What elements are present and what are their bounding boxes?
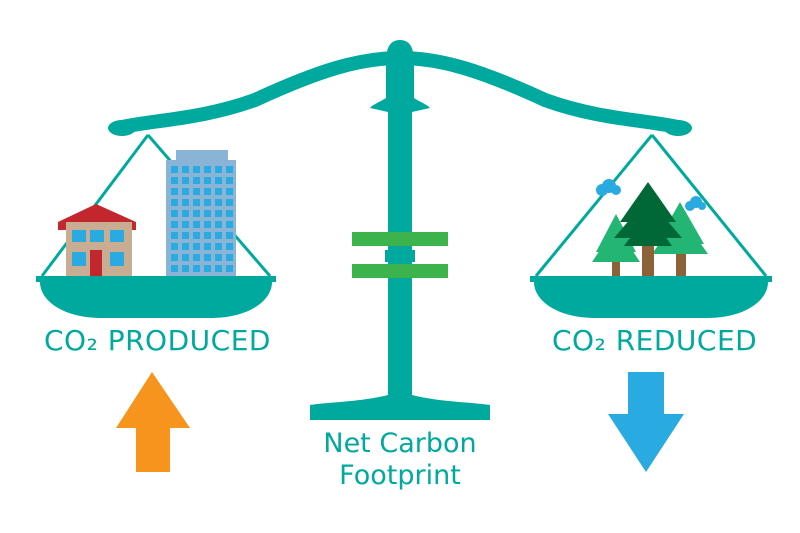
footprint-line: Footprint	[339, 460, 461, 491]
building-window	[215, 254, 222, 261]
building-window	[204, 199, 211, 206]
right-pan	[530, 276, 772, 318]
building-window	[226, 199, 233, 206]
building-window	[171, 265, 178, 272]
building-window	[204, 177, 211, 184]
building-window	[182, 199, 189, 206]
building-window	[204, 166, 211, 173]
building-window	[182, 254, 189, 261]
tree-icon	[614, 182, 682, 278]
scale-pillar	[310, 40, 490, 420]
building-window	[171, 254, 178, 261]
building-window	[204, 254, 211, 261]
building-window	[204, 221, 211, 228]
building-window	[171, 232, 178, 239]
building-window	[226, 265, 233, 272]
building-window	[204, 232, 211, 239]
building-window	[193, 177, 200, 184]
building-window	[226, 177, 233, 184]
house-icon	[58, 204, 136, 278]
building-window	[215, 166, 222, 173]
building-window	[193, 210, 200, 217]
forest-trees	[592, 182, 708, 278]
building-window	[182, 210, 189, 217]
building-window	[215, 177, 222, 184]
building-window	[182, 166, 189, 173]
building-window	[171, 199, 178, 206]
building-window	[215, 210, 222, 217]
net-carbon-line: Net Carbon	[323, 428, 477, 459]
building-window	[193, 188, 200, 195]
cloud-icon	[596, 179, 621, 196]
office-building-icon	[166, 150, 236, 278]
building-window	[215, 265, 222, 272]
building-window	[226, 188, 233, 195]
building-window	[204, 265, 211, 272]
building-window	[204, 210, 211, 217]
building-window	[204, 243, 211, 250]
building-window	[171, 166, 178, 173]
building-window	[182, 188, 189, 195]
building-window	[215, 243, 222, 250]
left-pan	[36, 276, 276, 318]
building-window	[182, 265, 189, 272]
building-window	[215, 232, 222, 239]
building-window	[226, 210, 233, 217]
building-window	[193, 254, 200, 261]
building-window	[171, 177, 178, 184]
building-window	[215, 221, 222, 228]
building-window	[193, 232, 200, 239]
building-window	[215, 199, 222, 206]
net-carbon-footprint-label: Net Carbon Footprint	[300, 428, 500, 492]
equals-icon	[352, 232, 448, 278]
building-window	[171, 188, 178, 195]
building-window	[171, 243, 178, 250]
building-window	[226, 221, 233, 228]
building-window	[193, 221, 200, 228]
co2-produced-label: CO₂ PRODUCED	[44, 324, 271, 357]
building-window	[182, 232, 189, 239]
right-pan-strings	[534, 134, 768, 277]
tree-icon	[592, 214, 640, 278]
building-window	[193, 243, 200, 250]
building-window	[193, 265, 200, 272]
building-window	[182, 177, 189, 184]
building-window	[193, 199, 200, 206]
building-window	[193, 166, 200, 173]
arrow-down-icon	[608, 372, 684, 472]
building-window	[182, 243, 189, 250]
building-window	[204, 188, 211, 195]
building-window	[226, 166, 233, 173]
building-window	[182, 221, 189, 228]
arrow-up-icon	[116, 372, 190, 472]
building-window	[171, 210, 178, 217]
building-window	[171, 221, 178, 228]
building-window	[226, 232, 233, 239]
building-window	[226, 243, 233, 250]
building-window	[215, 188, 222, 195]
co2-reduced-label: CO₂ REDUCED	[552, 324, 758, 357]
cloud-icon	[685, 196, 706, 211]
building-window	[226, 254, 233, 261]
